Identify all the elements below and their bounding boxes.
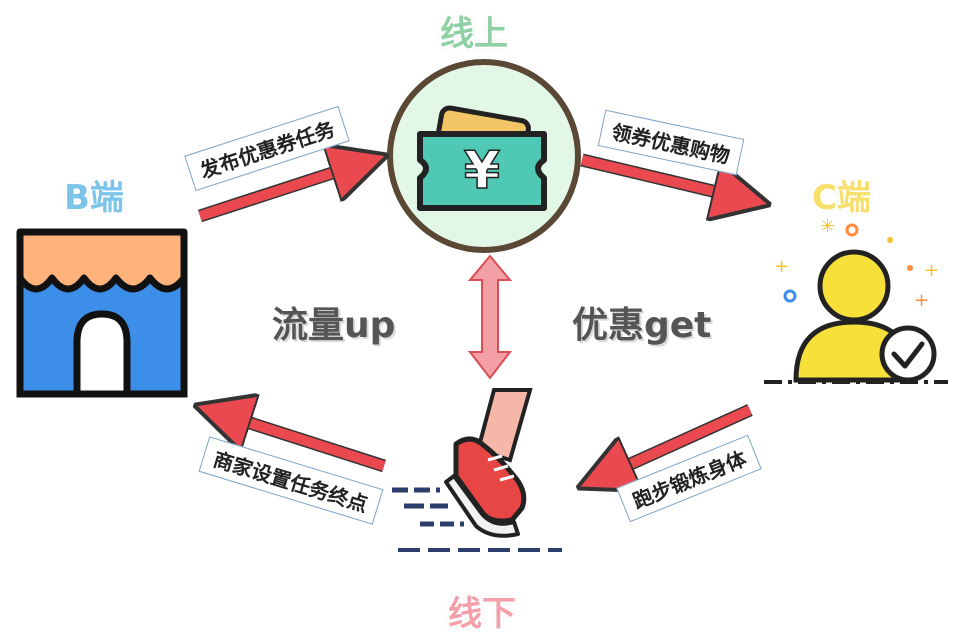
coupon-wallet-icon: ¥ [387, 59, 581, 253]
currency-symbol: ¥ [464, 141, 500, 201]
svg-text:+: + [774, 256, 789, 277]
c-end-title: C端 [812, 178, 871, 218]
discount-get-text: 优惠get [572, 305, 712, 346]
publish-task-label: 发布优惠券任务 [184, 105, 350, 192]
running-shoe-icon [392, 388, 562, 552]
offline-title: 线下 [448, 594, 516, 634]
traffic-up-text: 流量up [272, 305, 396, 346]
store-icon [16, 228, 188, 398]
online-title: 线上 [440, 14, 508, 54]
svg-text:+: + [924, 260, 939, 281]
svg-text:+: + [914, 290, 929, 311]
run-exercise-label: 跑步锻炼身体 [616, 434, 762, 523]
claim-coupon-label: 领券优惠购物 [597, 109, 745, 176]
user-check-icon: ✳ + + + [764, 216, 948, 384]
set-endpoint-label: 商家设置任务终点 [198, 436, 384, 525]
svg-text:✳: ✳ [820, 216, 835, 237]
b-end-title: B端 [64, 178, 124, 218]
